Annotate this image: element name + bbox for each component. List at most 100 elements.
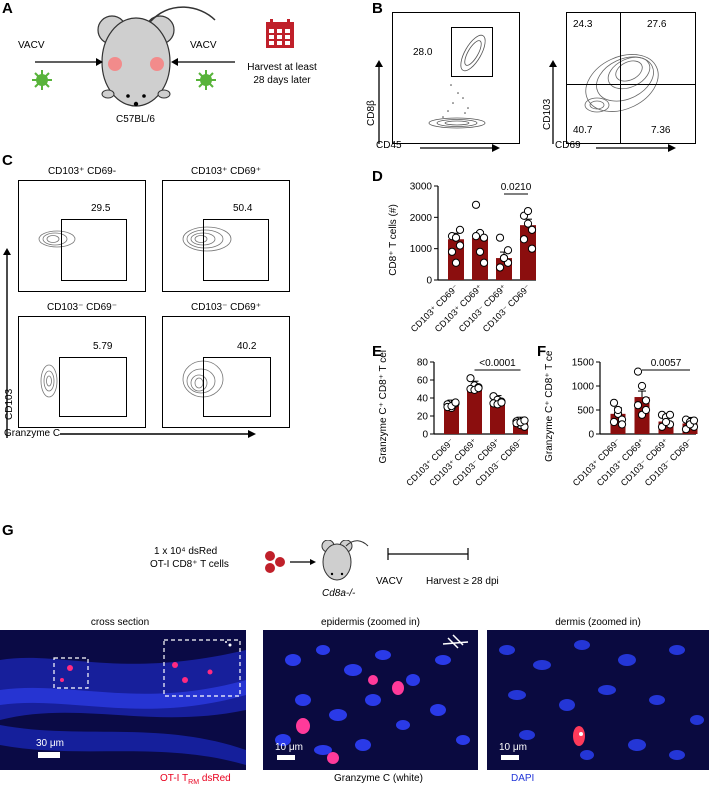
vacv-label-right: VACV: [190, 40, 217, 51]
cd8-gate-value: 28.0: [413, 47, 433, 58]
legend-dsred-sub: RM: [188, 779, 200, 786]
img-title-3: dermis (zoomed in): [555, 617, 641, 628]
calendar-icon: [266, 19, 294, 48]
facs-gate-3: [59, 357, 127, 417]
facs-plot-3-contours: [40, 364, 58, 398]
cd45-axis-label: CD45: [376, 140, 402, 151]
y-axis-label: Granzyme C⁺ CD8⁺ T cells (%): [378, 350, 389, 464]
bar: [467, 387, 482, 434]
cd69-axis-arrow: [596, 144, 676, 152]
facs-value-3: 5.79: [93, 341, 113, 352]
data-point: [527, 244, 537, 253]
granzyme-axis-label: Granzyme C: [4, 428, 61, 439]
quadrant-lr: 7.36: [651, 125, 671, 136]
y-tick-label: 80: [417, 358, 429, 369]
cd8-axis-arrow: [375, 60, 383, 144]
y-tick-label: 3000: [410, 182, 433, 193]
bar: [490, 401, 505, 434]
data-point: [499, 253, 509, 263]
panel-label-c: C: [2, 152, 13, 169]
facs-plot-2-contours: [182, 226, 232, 252]
facs-value-1: 29.5: [91, 203, 111, 214]
facs-plot-1-contours: [38, 230, 76, 248]
cd103-axis-label-b: CD103: [542, 98, 553, 130]
data-point: [451, 258, 461, 267]
data-point: [609, 398, 619, 407]
data-point: [455, 241, 465, 250]
data-point: [519, 235, 529, 244]
mouse-small-icon: [321, 540, 369, 581]
data-point: [641, 396, 651, 405]
quadrant-ul: 24.3: [573, 19, 593, 30]
panel-label-g: G: [2, 522, 14, 539]
y-tick-label: 0: [588, 430, 594, 441]
y-axis-label: CD8⁺ T cells (#): [388, 204, 399, 276]
facs-plot-2: 50.4: [162, 180, 290, 292]
cd103-cd69-plot: 24.3 27.6 40.7 7.36: [566, 12, 696, 144]
panel-a-schematic: VACV VACV C57BL/6 Harvest at least 28 da…: [0, 0, 360, 150]
data-point: [503, 246, 513, 255]
facs-title-1: CD103⁺ CD69-: [47, 166, 117, 177]
legend-dsred-suffix: dsRed: [199, 773, 231, 784]
facs-title-3: CD103⁻ CD69⁻: [46, 302, 118, 313]
vacv-label-left: VACV: [18, 40, 45, 51]
y-tick-label: 1000: [410, 244, 433, 255]
cd8-cd45-contours: [428, 34, 486, 129]
facs-value-2: 50.4: [233, 203, 253, 214]
legend-dsred-label: OT-I T: [160, 773, 189, 784]
data-point: [447, 247, 457, 256]
data-point: [451, 233, 461, 242]
g-schematic-icons: [265, 540, 469, 581]
harvest-line-1: Harvest at least: [247, 62, 317, 73]
y-tick-label: 60: [417, 376, 429, 387]
facs-title-4: CD103⁻ CD69⁺: [190, 302, 262, 313]
panel-label-d: D: [372, 168, 383, 185]
quadrant-hline: [567, 84, 695, 86]
data-point: [637, 381, 647, 391]
data-point: [633, 401, 643, 410]
data-point: [471, 200, 481, 209]
img-title-1: cross section: [90, 617, 150, 628]
facs-title-2: CD103⁺ CD69⁺: [190, 166, 262, 177]
data-point: [523, 206, 533, 216]
cd103-axis-arrow-c: [3, 248, 11, 438]
scale-label-3: 10 μm: [499, 742, 527, 753]
data-point: [617, 420, 627, 429]
facs-gate-1: [61, 219, 127, 281]
harvest-label-g: Harvest ≥ 28 dpi: [426, 576, 499, 587]
mouse-illustration: [32, 6, 294, 107]
y-tick-label: 500: [577, 406, 594, 417]
data-point: [495, 233, 505, 242]
panel-label-b: B: [372, 0, 383, 17]
quadrant-vline: [620, 13, 622, 143]
data-point: [495, 263, 505, 272]
bar: [472, 237, 488, 280]
micrograph-cross-section-art: [0, 630, 246, 770]
panel-g-schematic: 1 x 10⁴ dsRed OT-I CD8⁺ T cells Cd8a-/- …: [150, 540, 570, 602]
data-point: [479, 233, 489, 242]
y-tick-label: 2000: [410, 213, 433, 224]
facs-plot-3: 5.79: [18, 316, 146, 428]
facs-plot-4: 40.2: [162, 316, 290, 428]
bar: [444, 406, 459, 434]
cd8-axis-label: CD8β: [366, 100, 377, 126]
y-tick-label: 1000: [572, 382, 595, 393]
data-point: [466, 374, 475, 383]
data-point: [613, 405, 623, 415]
dsred-cells-icon: [265, 551, 285, 573]
significance-label: <0.0001: [479, 358, 516, 369]
data-point: [633, 367, 643, 376]
facs-value-4: 40.2: [237, 341, 257, 352]
harvest-line-2: 28 days later: [253, 75, 311, 86]
img-title-2: epidermis (zoomed in): [321, 617, 420, 628]
data-point: [609, 417, 619, 427]
data-point: [471, 232, 481, 241]
cd103-cd69-contours: [584, 54, 659, 113]
cells-line-1: 1 x 10⁴ dsRed: [154, 546, 218, 557]
data-point: [479, 258, 489, 267]
data-point: [527, 225, 537, 234]
micrograph-epidermis-art: [263, 630, 478, 770]
y-tick-label: 20: [417, 412, 429, 423]
